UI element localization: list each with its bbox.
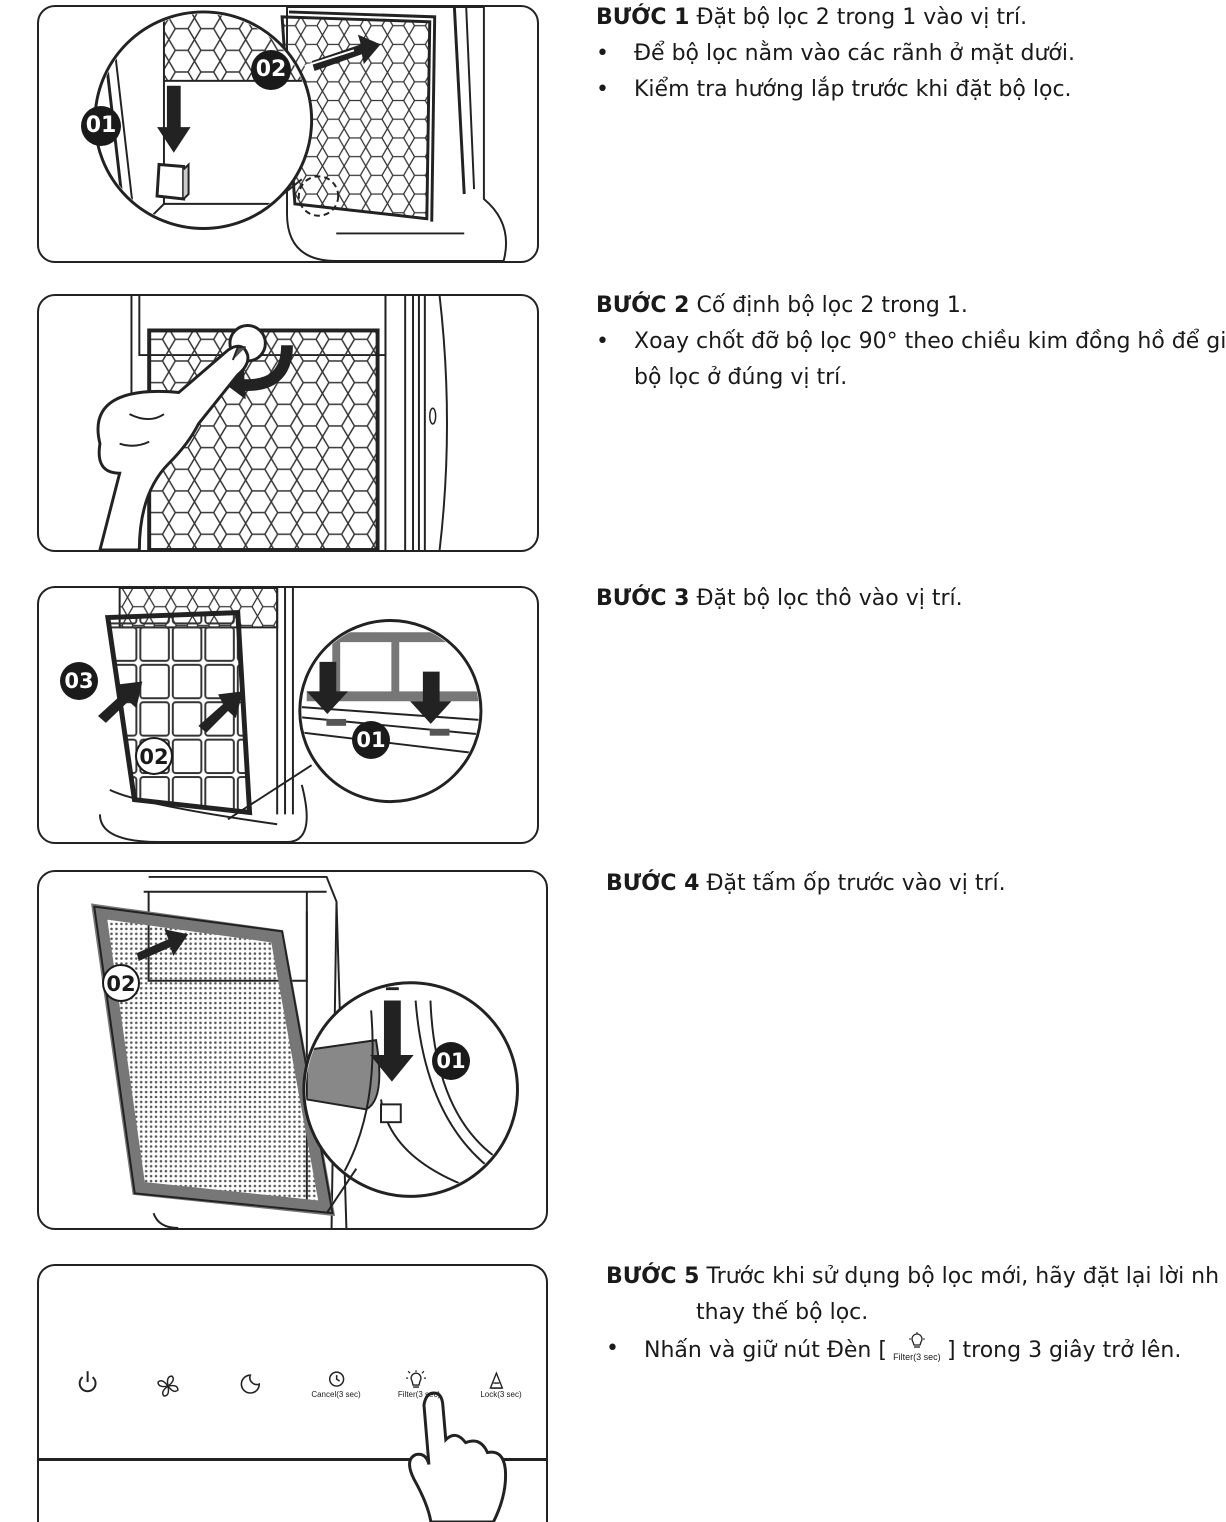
step5-title: Trước khi sử dụng bộ lọc mới, hãy đặt lạ… (706, 1264, 1220, 1289)
filter-label: Filter(3 sec) (397, 1390, 441, 1399)
step5-title-cont: thay thế bộ lọc. (696, 1300, 869, 1325)
step5-illustration: Cancel(3 sec) Filter(3 sec) Lock(3 sec) (37, 1264, 548, 1522)
power-icon (78, 1371, 97, 1393)
step3-title: Đặt bộ lọc thô vào vị trí. (696, 586, 963, 611)
lock-icon (489, 1371, 504, 1389)
step4-title: Đặt tấm ốp trước vào vị trí. (706, 871, 1006, 896)
step1-bullet-2: Kiểm tra hướng lắp trước khi đặt bộ lọc. (596, 72, 1075, 108)
step1-illustration: 01 02 (37, 5, 539, 263)
step1-bullet-1: Để bộ lọc nằm vào các rãnh ở mặt dưới. (596, 36, 1075, 72)
step3-illustration: 03 02 01 (37, 586, 539, 844)
timer-icon (328, 1371, 345, 1387)
step2-bullet-1: Xoay chốt đỡ bộ lọc 90° theo chiều kim đ… (596, 324, 1226, 360)
step1-text: BƯỚC 1 Đặt bộ lọc 2 trong 1 vào vị trí. … (596, 0, 1075, 108)
step3-label: BƯỚC 3 (596, 586, 690, 611)
step5-bullet-1: Nhấn và giữ nút Đèn [ Filter(3 sec) ] tron… (606, 1331, 1219, 1369)
filter-icon-caption: Filter(3 sec) (893, 1352, 941, 1362)
cancel-label: Cancel(3 sec) (311, 1390, 361, 1399)
callout-03: 03 (60, 662, 98, 700)
step5-text: BƯỚC 5 Trước khi sử dụng bộ lọc mới, hãy… (606, 1259, 1219, 1369)
step2-label: BƯỚC 2 (596, 293, 690, 318)
lock-label: Lock(3 sec) (480, 1390, 522, 1399)
step5-label: BƯỚC 5 (606, 1264, 700, 1289)
sleep-moon-icon (240, 1374, 261, 1394)
filter-light-icon: Filter(3 sec) (887, 1331, 947, 1362)
step4-illustration: 02 01 (37, 870, 548, 1230)
callout-01: 01 (81, 106, 121, 146)
step1-label: BƯỚC 1 (596, 5, 690, 30)
callout-01: 01 (432, 1042, 470, 1080)
step4-label: BƯỚC 4 (606, 871, 700, 896)
fan-icon (157, 1375, 179, 1397)
callout-02: 02 (135, 737, 173, 775)
step2-text: BƯỚC 2 Cố định bộ lọc 2 trong 1. Xoay ch… (596, 288, 1226, 396)
step2-bullet-1-cont: bộ lọc ở đúng vị trí. (634, 365, 848, 390)
step5-bullet-before: Nhấn và giữ nút Đèn [ (644, 1338, 887, 1363)
step1-title: Đặt bộ lọc 2 trong 1 vào vị trí. (696, 5, 1028, 30)
filter-light-icon (406, 1370, 426, 1388)
step2-title: Cố định bộ lọc 2 trong 1. (696, 293, 968, 318)
step4-text: BƯỚC 4 Đặt tấm ốp trước vào vị trí. (606, 866, 1006, 902)
callout-01: 01 (352, 721, 390, 759)
callout-02: 02 (251, 50, 291, 90)
step3-text: BƯỚC 3 Đặt bộ lọc thô vào vị trí. (596, 581, 963, 617)
callout-02: 02 (102, 964, 140, 1002)
step2-illustration (37, 294, 539, 552)
step5-bullet-after: ] trong 3 giây trở lên. (946, 1338, 1182, 1363)
